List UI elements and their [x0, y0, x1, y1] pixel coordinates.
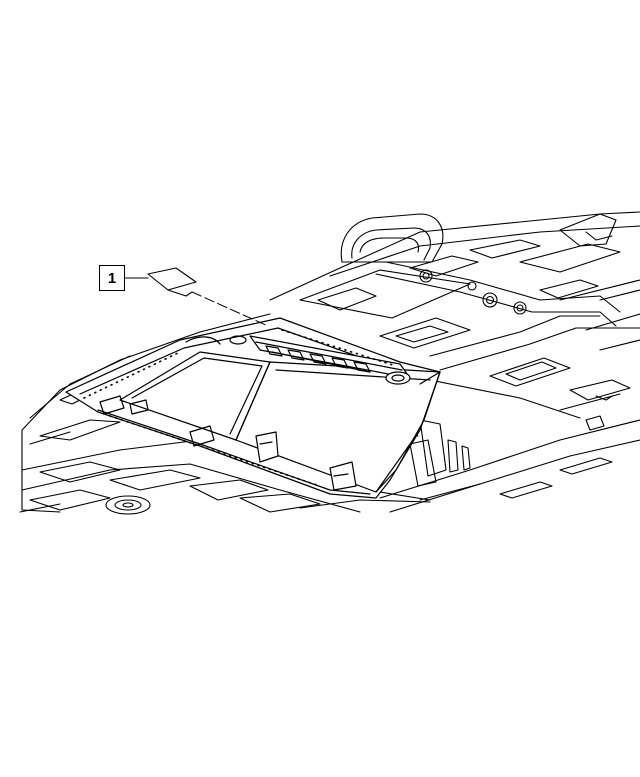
floor-plug-part: [147, 267, 197, 297]
main-floor-pan: [19, 313, 640, 515]
leader-line: [191, 291, 269, 327]
storage-bin-assembly: [65, 317, 441, 499]
callout-1: 1: [99, 265, 125, 291]
rear-floor-section: [269, 211, 640, 401]
